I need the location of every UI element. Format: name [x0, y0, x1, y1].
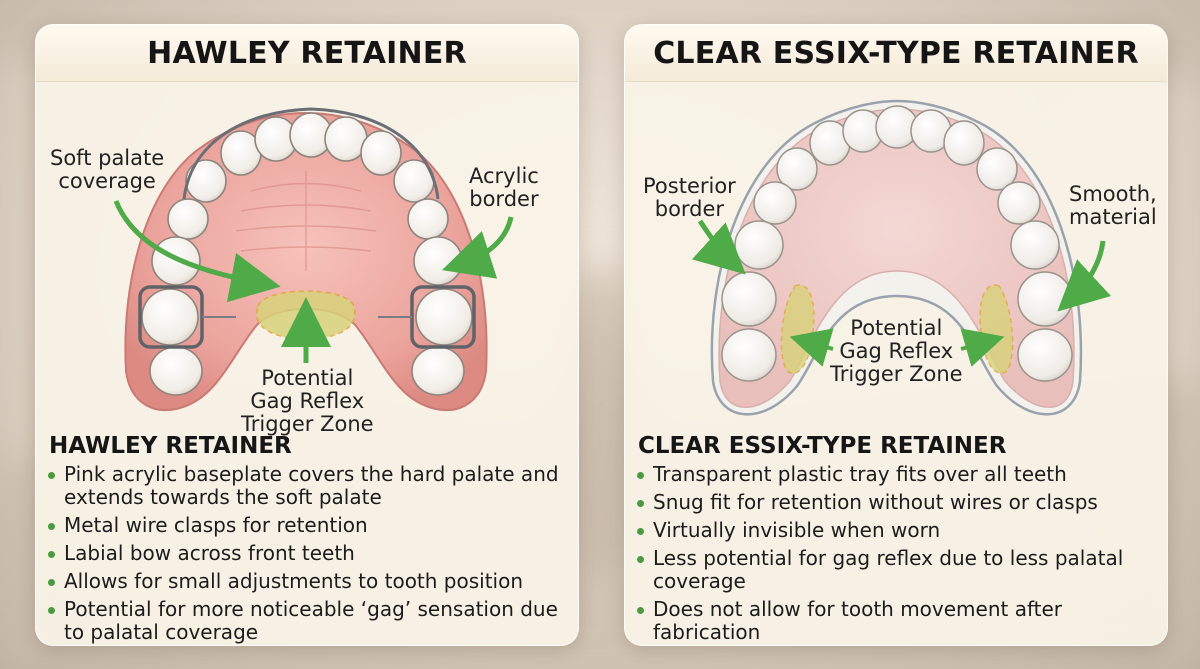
bullet-dot [637, 528, 644, 535]
soft-palate-text: Soft palate coverage [50, 146, 165, 193]
bullet-dot [637, 472, 644, 479]
list-item: Virtually invisible when worn [637, 519, 1162, 542]
bullet-dot [48, 523, 55, 530]
essix-diagram: Posterior border Smooth, material Potent… [625, 81, 1167, 431]
list-item: Does not allow for tooth movement after … [637, 598, 1162, 644]
bullet-dot [637, 607, 644, 614]
hawley-retainer-panel: HAWLEY RETAINER [35, 24, 579, 646]
bullet-dot [637, 500, 644, 507]
list-item: Allows for small adjustments to tooth po… [48, 570, 573, 593]
hawley-section-title: HAWLEY RETAINER [49, 433, 292, 459]
hawley-gag-zone-text: Potential Gag Reflex Trigger Zone [241, 366, 374, 436]
essix-header: CLEAR ESSIX-TYPE RETAINER [625, 25, 1167, 82]
bullet-dot [48, 551, 55, 558]
posterior-border-text: Posterior border [643, 174, 736, 221]
smooth-material-text: Smooth, material [1069, 182, 1157, 229]
smooth-material-arrow [1057, 240, 1112, 312]
list-item: Potential for more noticeable ‘gag’ sens… [48, 598, 573, 644]
bullet-dot [48, 472, 55, 479]
hawley-diagram: Soft palate coverage Acrylic border Pote… [36, 81, 578, 436]
hawley-title: HAWLEY RETAINER [147, 35, 467, 71]
smooth-material-label: Smooth, material [1069, 183, 1157, 229]
acrylic-border-label: Acrylic border [469, 165, 539, 211]
list-item: Labial bow across front teeth [48, 542, 573, 565]
essix-retainer-panel: CLEAR ESSIX-TYPE RETAINER [624, 24, 1168, 646]
teeth [721, 105, 1073, 382]
essix-section-title: CLEAR ESSIX-TYPE RETAINER [638, 433, 1007, 459]
bullet-dot [637, 556, 644, 563]
essix-bullet-list: Transparent plastic tray fits over all t… [637, 463, 1162, 645]
hawley-bullet-list: Pink acrylic baseplate covers the hard p… [48, 463, 573, 645]
posterior-border-arrow [691, 219, 746, 275]
list-item: Snug fit for retention without wires or … [637, 491, 1162, 514]
soft-palate-label: Soft palate coverage [50, 147, 164, 193]
acrylic-border-text: Acrylic border [469, 164, 539, 211]
acrylic-border-arrow [441, 216, 514, 279]
bullet-dot [48, 607, 55, 614]
hawley-gag-zone-label: Potential Gag Reflex Trigger Zone [241, 367, 374, 436]
essix-gag-zone-label: Potential Gag Reflex Trigger Zone [830, 317, 963, 386]
essix-gag-zone-text: Potential Gag Reflex Trigger Zone [830, 316, 963, 386]
soft-palate-arrow [113, 200, 281, 303]
posterior-border-label: Posterior border [643, 175, 736, 221]
hawley-header: HAWLEY RETAINER [36, 25, 578, 82]
list-item: Less potential for gag reflex due to les… [637, 547, 1162, 593]
list-item: Metal wire clasps for retention [48, 514, 573, 537]
hawley-retainer-illustration [113, 107, 514, 412]
gag-zone-left-arrow [789, 328, 834, 367]
essix-title: CLEAR ESSIX-TYPE RETAINER [653, 35, 1139, 71]
essix-retainer-illustration [691, 99, 1112, 416]
list-item: Pink acrylic baseplate covers the hard p… [48, 463, 573, 509]
labial-bow-wire [182, 107, 440, 200]
list-item: Transparent plastic tray fits over all t… [637, 463, 1162, 486]
palate-texture [235, 171, 377, 271]
bullet-dot [48, 579, 55, 586]
gag-zone-right-arrow [960, 328, 1005, 367]
teeth [141, 112, 473, 396]
